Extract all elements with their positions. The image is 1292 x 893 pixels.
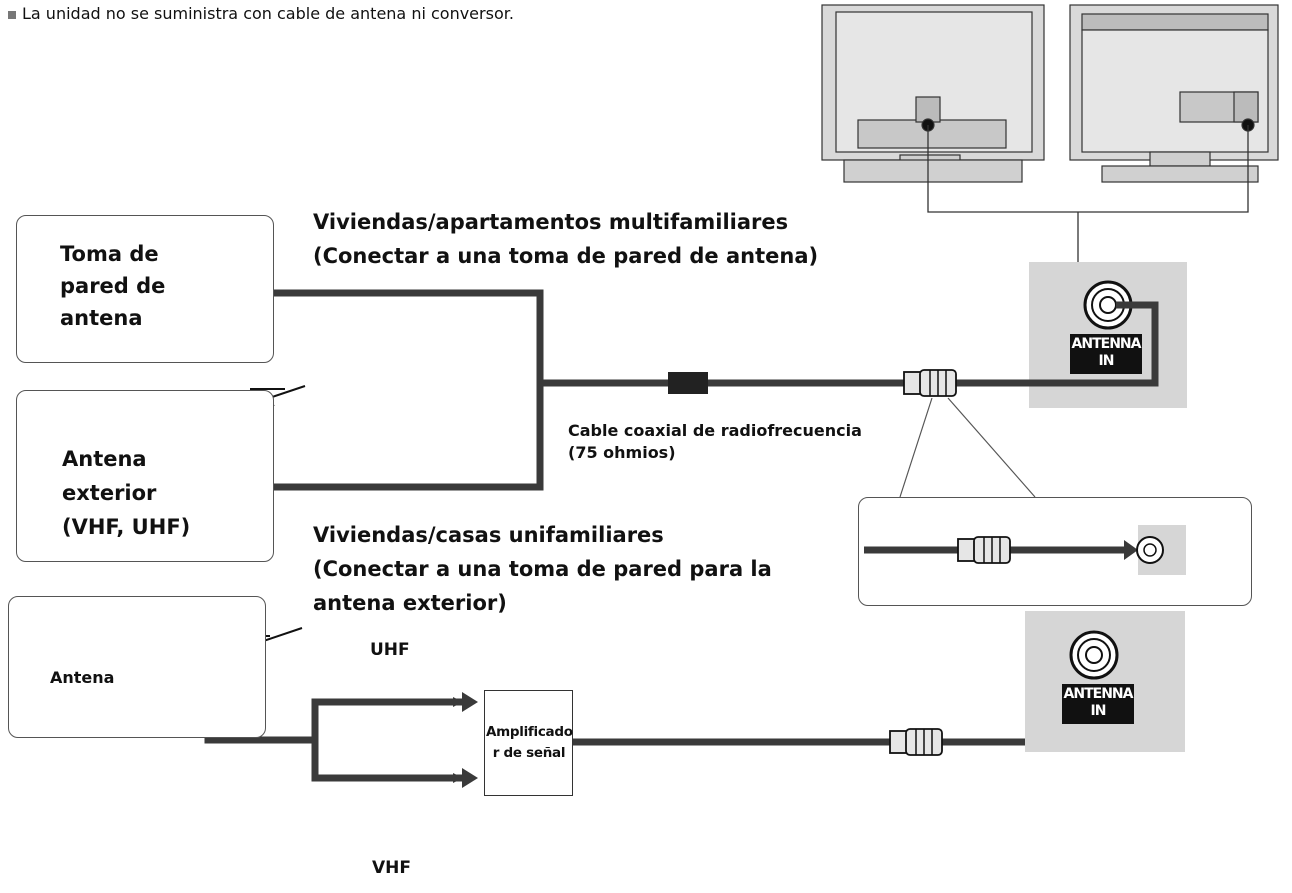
amplifier-label-line: r de señal (492, 745, 566, 761)
wall-socket-box (16, 215, 274, 363)
outdoor-antenna-label: Antena exterior (VHF, UHF) (62, 442, 190, 544)
cable-caption-line: (75 ohmios) (568, 443, 676, 462)
wall-socket-label-line: antena (60, 306, 143, 330)
wall-socket-label-line: pared de (60, 274, 166, 298)
tv-rear-right (1069, 4, 1279, 183)
supply-note-text: La unidad no se suministra con cable de … (22, 4, 514, 23)
singlefamily-line: (Conectar a una toma de pared para la (313, 557, 772, 581)
multifamily-line: (Conectar a una toma de pared de antena) (313, 244, 819, 268)
amplifier-label-line: Amplificado (486, 724, 573, 740)
singlefamily-line: Viviendas/casas unifamiliares (313, 523, 664, 547)
outdoor-antenna-label-line: (VHF, UHF) (62, 515, 191, 539)
antenna-in-badge-top (1070, 334, 1142, 374)
antenna-in-badge-bottom (1062, 684, 1134, 724)
outdoor-antenna-label-line: Antena (62, 447, 147, 471)
cable-caption: Cable coaxial de radiofrecuencia (75 ohm… (568, 420, 862, 464)
antenna-in-line: ANTENNA (1071, 336, 1142, 352)
wall-socket-label: Toma de pared de antena (60, 238, 165, 334)
wall-socket-label-line: Toma de (60, 242, 159, 266)
bottom-antenna-box (8, 596, 266, 738)
singlefamily-line: antena exterior) (313, 591, 507, 615)
cable-caption-line: Cable coaxial de radiofrecuencia (568, 421, 862, 440)
antenna-in-label-top: ANTENNA IN (1070, 336, 1142, 370)
coax-cable-bottom (204, 651, 1149, 783)
vhf-label: VHF (372, 858, 411, 878)
zoom-callout-lines (899, 397, 1036, 498)
outdoor-antenna-label-line: exterior (62, 481, 157, 505)
outdoor-antenna-box (16, 390, 274, 562)
zoom-detail-box (858, 497, 1252, 606)
multifamily-line: Viviendas/apartamentos multifamiliares (313, 210, 789, 234)
singlefamily-heading: Viviendas/casas unifamiliares (Conectar … (313, 518, 772, 620)
bullet-square-icon (8, 10, 16, 19)
arrowheads-bottom (462, 692, 478, 788)
ferrite-core (668, 372, 708, 394)
amplifier-box (484, 690, 573, 796)
tv-port-lines (927, 125, 1249, 262)
supply-note: La unidad no se suministra con cable de … (8, 4, 514, 23)
antenna-panel-bottom (1025, 611, 1185, 752)
f-connector-top (903, 369, 957, 397)
antenna-in-line: ANTENNA (1063, 686, 1134, 702)
antenna-in-line: IN (1098, 353, 1115, 369)
multifamily-heading: Viviendas/apartamentos multifamiliares (… (313, 205, 818, 273)
tv-rear-left (821, 4, 1045, 183)
bottom-antenna-label: Antena (50, 668, 115, 687)
antenna-in-line: IN (1090, 703, 1107, 719)
amplifier-label: Amplificado r de señal (486, 722, 573, 764)
uhf-label: UHF (370, 640, 410, 660)
antenna-jack-bottom (1069, 630, 1119, 680)
antenna-jack-top (1083, 280, 1133, 330)
f-connector-bottom (889, 728, 943, 756)
antenna-in-label-bottom: ANTENNA IN (1062, 686, 1134, 720)
